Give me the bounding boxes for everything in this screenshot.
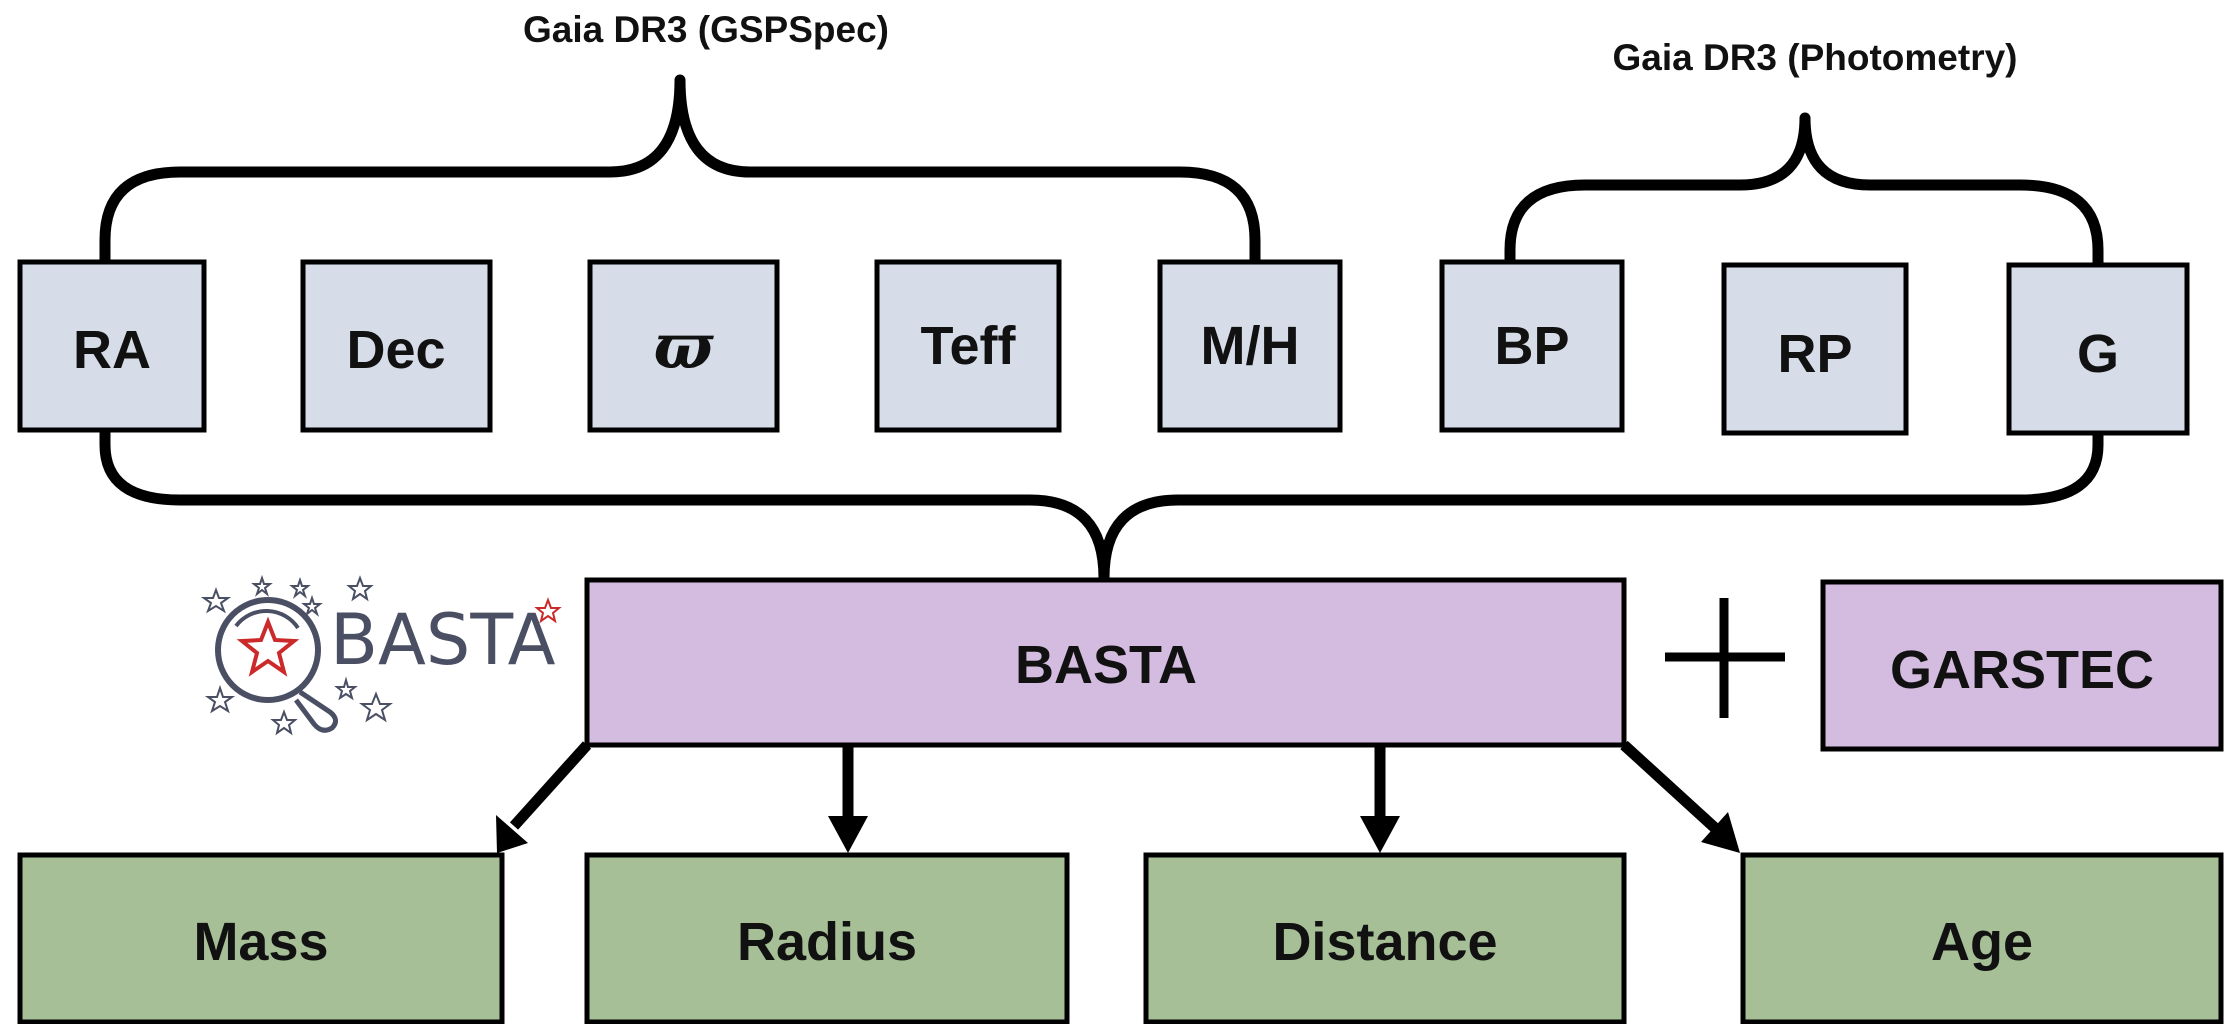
basta-box: BASTA	[584, 577, 1627, 748]
garstec-box-label: GARSTEC	[1890, 640, 2154, 700]
output-label-distance: Distance	[1272, 912, 1497, 972]
plus-sign	[1665, 598, 1785, 718]
gspspec-brace	[99, 74, 1261, 268]
merge-brace	[99, 424, 2104, 584]
basta-logo-text: BASTA	[330, 599, 556, 681]
input-label-dec: Dec	[346, 320, 445, 380]
arrow-to-radius	[828, 745, 868, 853]
output-box-age: Age	[1740, 852, 2224, 1024]
output-box-distance: Distance	[1143, 852, 1627, 1024]
input-label-teff: Teff	[921, 316, 1017, 376]
input-box-dec: Dec	[300, 259, 493, 433]
photometry-group-label: Gaia DR3 (Photometry)	[1612, 37, 2017, 78]
output-box-radius: Radius	[584, 852, 1070, 1024]
arrow-to-distance	[1360, 745, 1400, 853]
output-label-age: Age	[1931, 912, 2033, 972]
basta-box-label: BASTA	[1015, 635, 1197, 695]
input-label-mh: M/H	[1201, 316, 1300, 376]
input-label-parallax: ϖ	[653, 310, 714, 383]
input-box-rp: RP	[1721, 262, 1909, 436]
output-box-mass: Mass	[17, 852, 505, 1024]
input-label-rp: RP	[1777, 324, 1852, 384]
input-box-mh: M/H	[1157, 259, 1343, 433]
output-label-mass: Mass	[193, 912, 328, 972]
gspspec-group-label: Gaia DR3 (GSPSpec)	[523, 9, 889, 50]
input-label-ra: RA	[73, 320, 151, 380]
input-box-teff: Teff	[874, 259, 1062, 433]
garstec-box: GARSTEC	[1820, 579, 2224, 752]
input-label-g: G	[2077, 324, 2119, 384]
photometry-brace	[1504, 112, 2104, 268]
input-box-ra: RA	[17, 259, 207, 433]
arrow-to-mass	[496, 741, 592, 853]
input-box-parallax: ϖ	[587, 259, 780, 433]
output-label-radius: Radius	[737, 912, 917, 972]
input-box-bp: BP	[1439, 259, 1625, 433]
magnifier-star-icon	[200, 574, 562, 736]
input-label-bp: BP	[1494, 316, 1569, 376]
basta-logo: BASTA	[200, 574, 562, 736]
arrow-to-age	[1620, 740, 1740, 853]
input-box-g: G	[2006, 262, 2190, 436]
